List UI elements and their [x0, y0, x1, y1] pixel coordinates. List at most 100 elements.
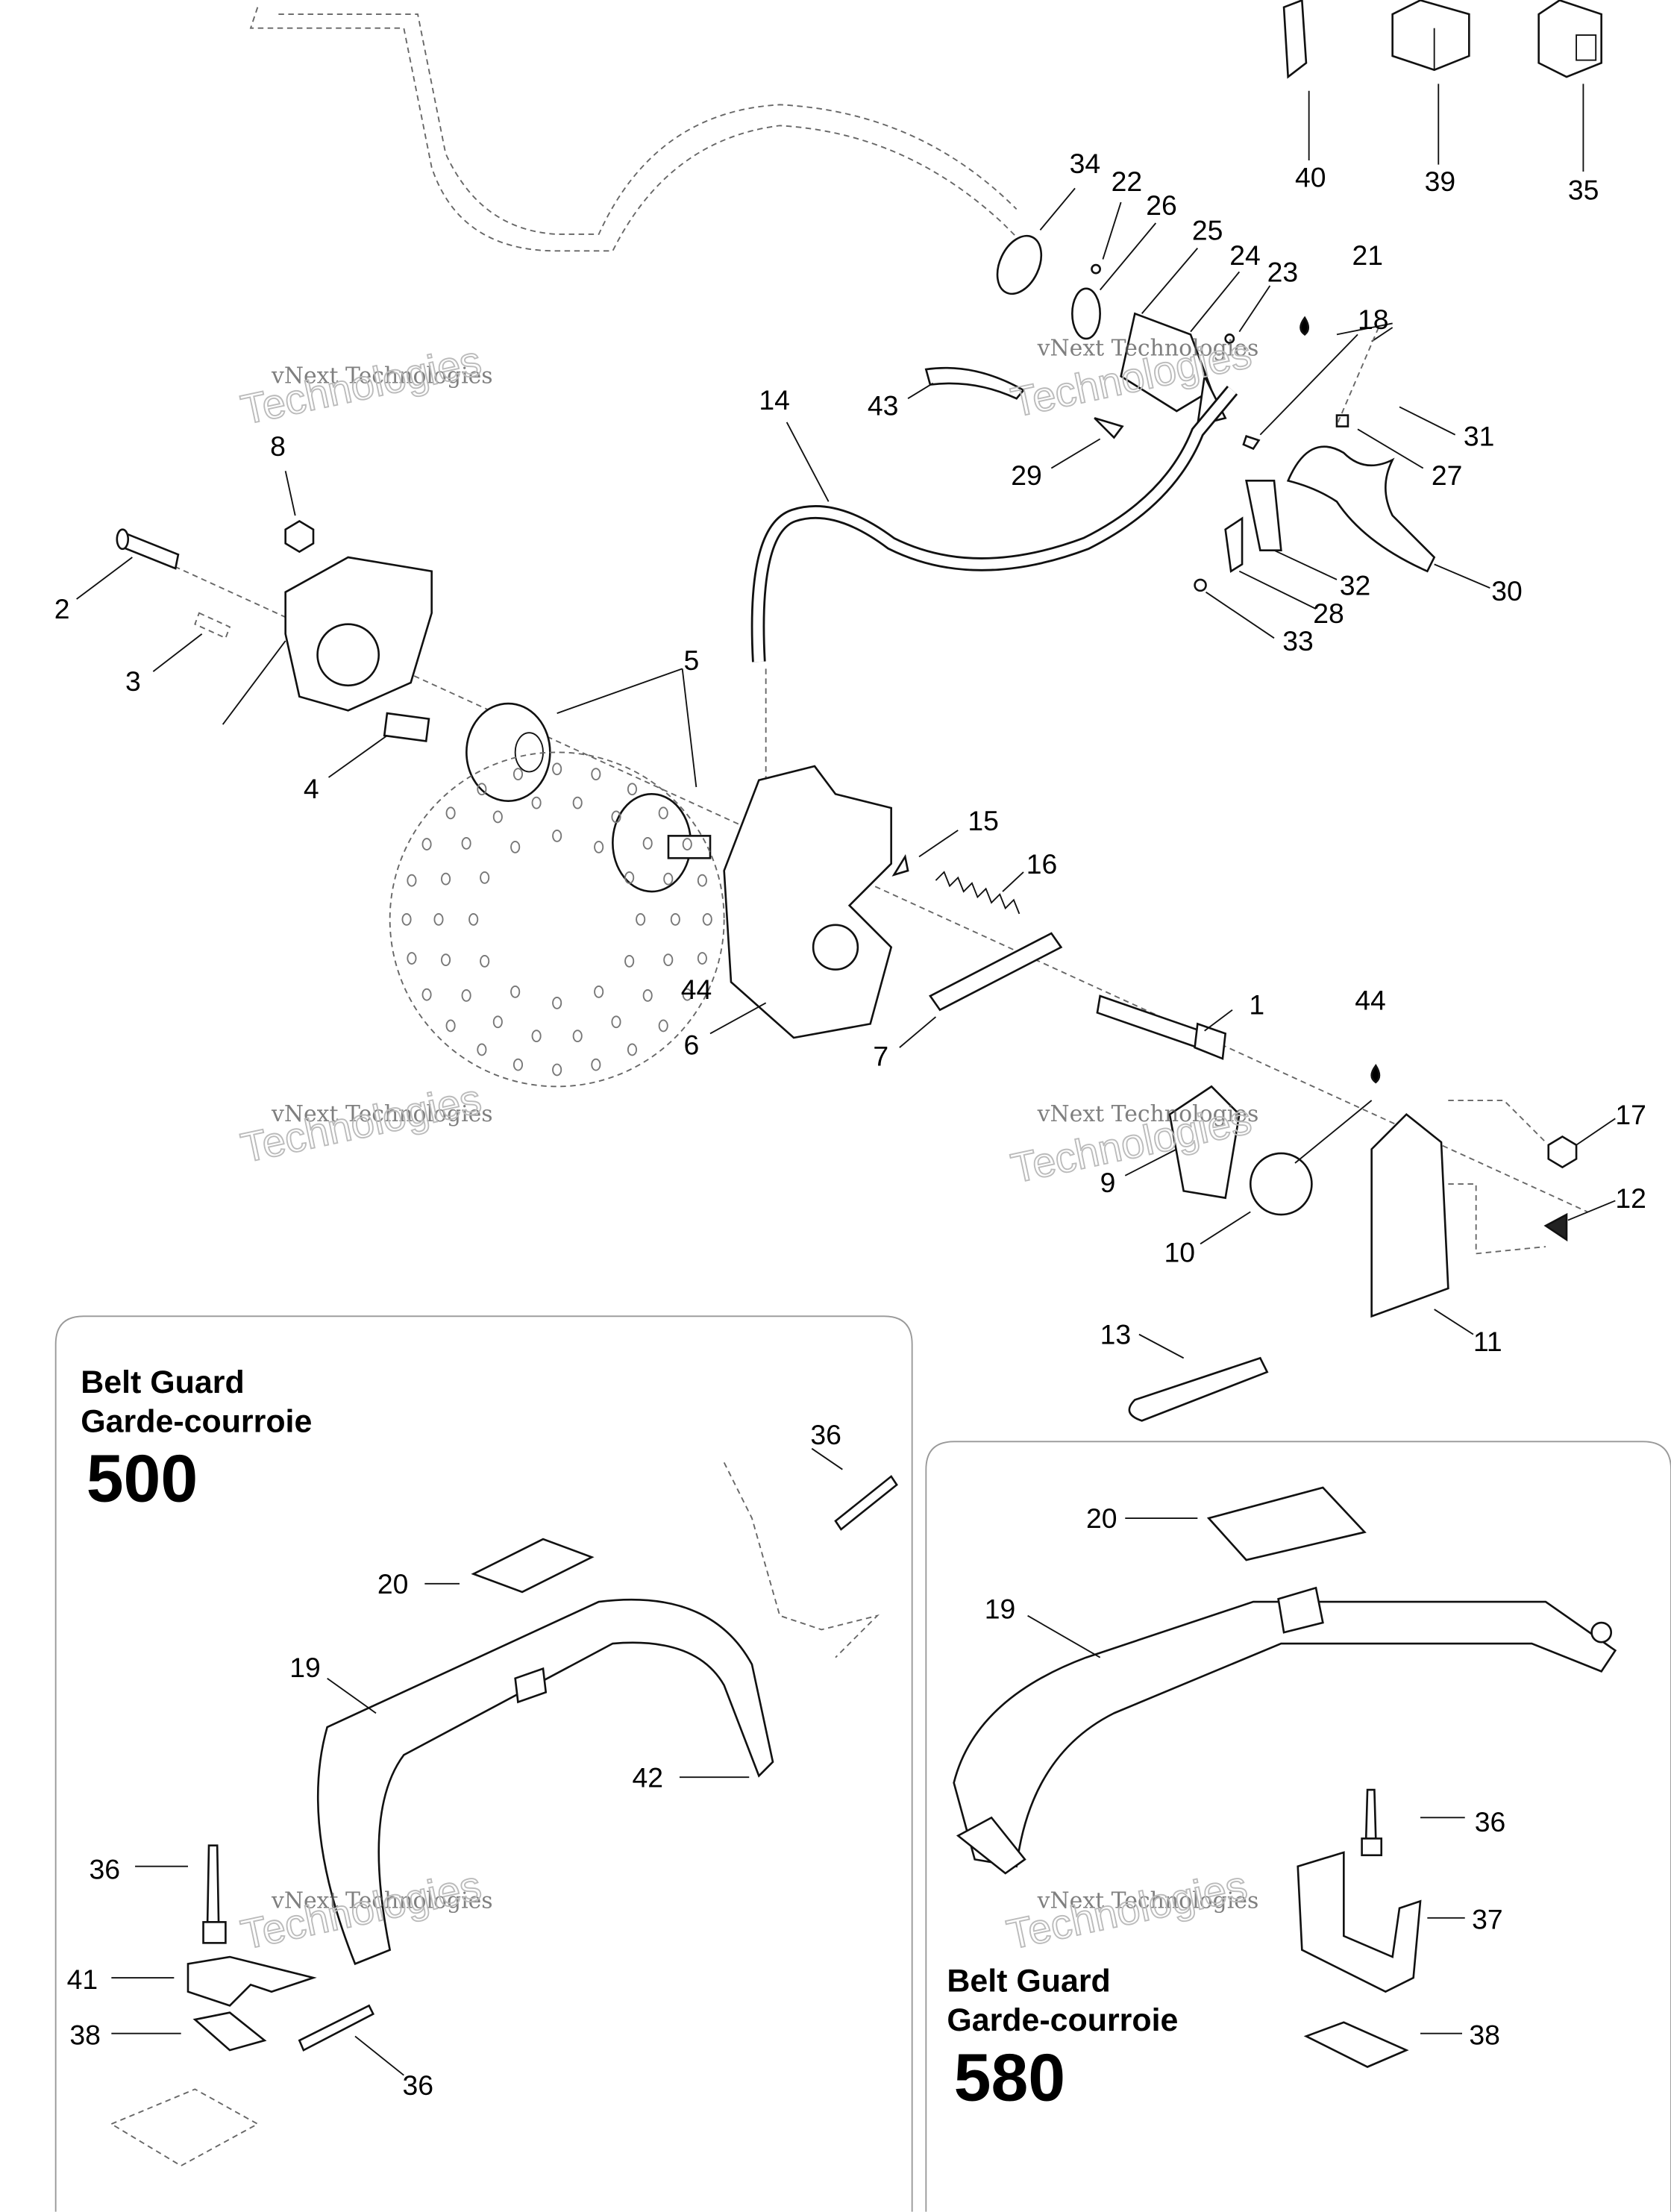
callout-9: 9 [1100, 1167, 1116, 1198]
disc-hole [624, 954, 635, 968]
svg-text:Technologies: Technologies [236, 336, 485, 433]
callout-5: 5 [684, 645, 700, 676]
disc-hole [552, 762, 562, 776]
callout-24: 24 [1229, 239, 1261, 271]
brake-pad [465, 702, 551, 803]
callout-8: 8 [270, 430, 286, 462]
callout-37: 37 [1472, 1904, 1503, 1935]
svg-text:vNext Technologies: vNext Technologies [1037, 335, 1259, 361]
box500-title-fr: Garde-courroie [81, 1403, 312, 1439]
callout-19: 19 [985, 1593, 1016, 1624]
knob-10 [1249, 1152, 1313, 1216]
callout-33: 33 [1282, 625, 1314, 657]
disc-hole [591, 768, 601, 781]
callout-22: 22 [1112, 166, 1143, 197]
brake-disc [389, 751, 725, 1088]
disc-hole [433, 912, 444, 926]
callout-21: 21 [1352, 239, 1384, 271]
disc-hole [407, 952, 417, 965]
callout-18: 18 [1358, 304, 1389, 335]
callout-14: 14 [759, 384, 790, 416]
clip-40 [1282, 0, 1308, 79]
disc-hole [611, 810, 621, 824]
callout-6: 6 [684, 1029, 700, 1060]
disc-hole [477, 1043, 487, 1056]
disc-hole [421, 988, 432, 1001]
throttle-housing [1120, 312, 1213, 413]
callout-34: 34 [1070, 148, 1101, 179]
connector-35 [1537, 0, 1602, 78]
callout-36: 36 [402, 2070, 433, 2101]
callout-7: 7 [873, 1040, 888, 1071]
connector-39 [1391, 0, 1470, 72]
brake-cable-14 [750, 386, 1238, 662]
callout-43: 43 [868, 390, 899, 422]
callout-4: 4 [304, 773, 319, 804]
nut-8 [284, 519, 315, 554]
disc-hole [697, 952, 707, 965]
belt-guard-580-panel: 20 19 36 37 38 Belt Guard Garde-courroie… [925, 1441, 1671, 2212]
disc-hole [658, 806, 668, 820]
disc-hole [572, 1030, 583, 1043]
disc-hole [512, 1058, 524, 1071]
callout-10: 10 [1164, 1237, 1196, 1268]
callout-20: 20 [1086, 1503, 1117, 1534]
handlebar [249, 7, 1024, 252]
svg-text:Technologies: Technologies [236, 1075, 485, 1172]
callout-39: 39 [1425, 166, 1456, 197]
callout-38: 38 [1469, 2020, 1500, 2051]
box500-model: 500 [87, 1441, 198, 1516]
pin-13 [1128, 1356, 1269, 1422]
box580-model: 580 [954, 2040, 1065, 2114]
callout-44: 44 [681, 974, 712, 1005]
box580-title-en: Belt Guard [947, 1964, 1110, 1999]
callout-42: 42 [632, 1761, 663, 1793]
callout-38: 38 [69, 2020, 101, 2051]
disc-hole [461, 836, 471, 850]
box500-title-en: Belt Guard [81, 1365, 244, 1400]
callout-27: 27 [1432, 460, 1463, 491]
disc-hole [627, 1043, 637, 1056]
disc-hole [552, 996, 562, 1009]
callout-41: 41 [67, 1964, 98, 1995]
callout-30: 30 [1491, 575, 1523, 607]
svg-text:vNext Technologies: vNext Technologies [1037, 1888, 1259, 1914]
disc-hole [572, 796, 583, 809]
disc-hole [670, 912, 680, 926]
disc-hole [441, 953, 451, 967]
leader-lines [76, 187, 1616, 1359]
disc-hole [624, 871, 635, 884]
disc-hole [477, 783, 487, 796]
disc-hole [492, 810, 503, 824]
callout-36: 36 [89, 1853, 120, 1884]
disc-hole [702, 912, 712, 926]
svg-text:vNext Technologies: vNext Technologies [1037, 1101, 1259, 1127]
callout-28: 28 [1313, 598, 1344, 629]
disc-hole [627, 783, 637, 796]
svg-text:vNext Technologies: vNext Technologies [271, 1101, 493, 1127]
disc-hole [658, 1019, 668, 1033]
disc-hole [594, 840, 604, 853]
disc-hole [445, 806, 456, 820]
callout-16: 16 [1026, 848, 1058, 880]
disc-hole [591, 1058, 601, 1071]
disc-hole [480, 871, 490, 884]
disc-hole [682, 838, 692, 850]
cable-tie-43 [924, 366, 1026, 400]
disc-holes [401, 762, 712, 1077]
callout-31: 31 [1464, 421, 1495, 452]
box580-title-fr: Garde-courroie [947, 2002, 1178, 2038]
callout-12: 12 [1615, 1182, 1646, 1214]
callout-23: 23 [1267, 256, 1299, 287]
disc-hole [636, 912, 646, 926]
disc-hole [663, 872, 674, 886]
plate-38 [192, 2011, 267, 2052]
bracket-41 [186, 1955, 317, 2007]
callout-19: 19 [289, 1652, 321, 1683]
disc-hole [531, 796, 542, 809]
disc-hole [552, 1063, 562, 1077]
caliper-6 [723, 765, 893, 1039]
callout-13: 13 [1100, 1319, 1132, 1350]
callout-17: 17 [1615, 1099, 1646, 1130]
